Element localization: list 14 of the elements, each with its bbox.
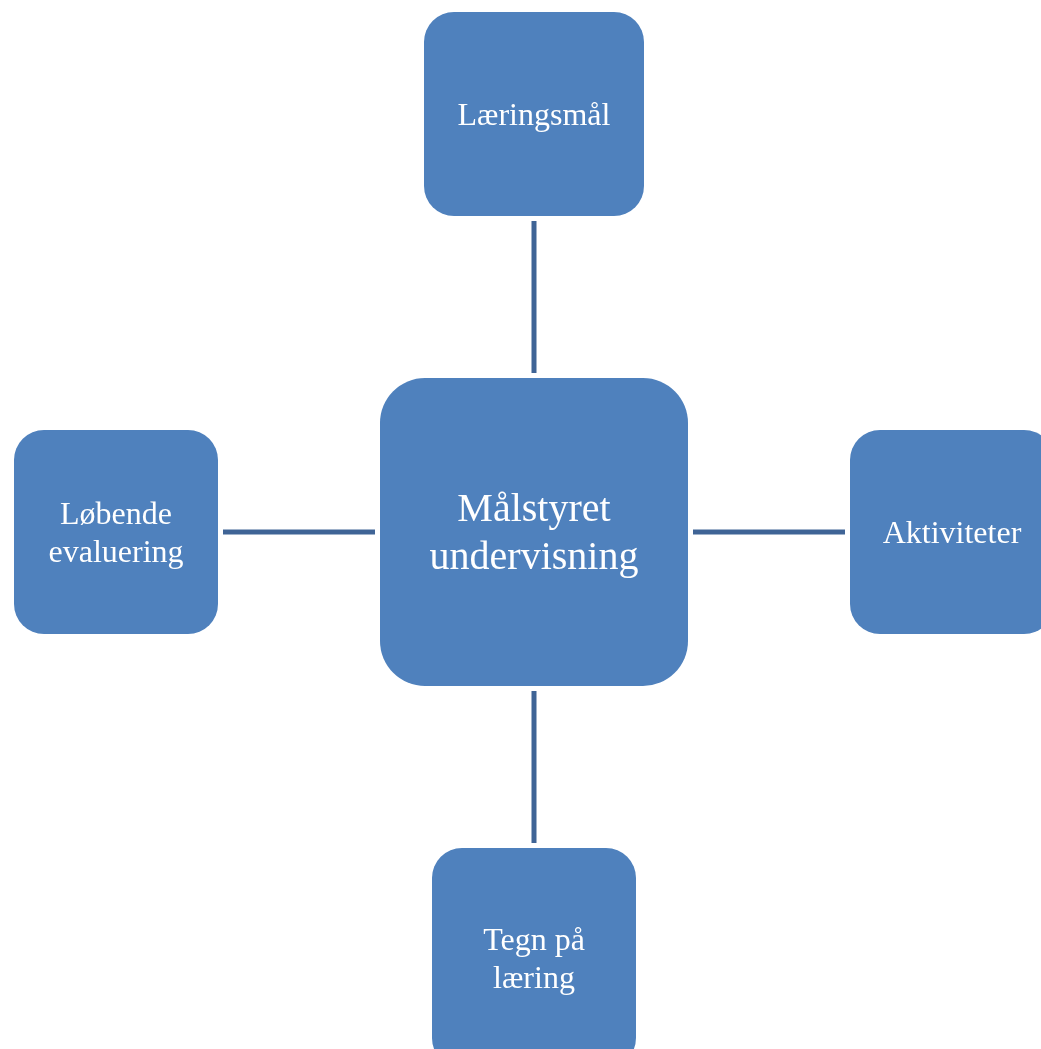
- node-label: Aktiviteter: [882, 512, 1022, 552]
- rounded-box: [380, 378, 688, 686]
- connector-line: [693, 529, 845, 535]
- connector-line: [531, 691, 537, 843]
- node-label: Løbende evaluering: [47, 493, 185, 571]
- node-label: Læringsmål: [457, 94, 611, 134]
- rounded-box: [432, 848, 636, 1049]
- node-label: Tegn på læring: [482, 919, 586, 997]
- connector-line: [531, 221, 537, 373]
- node-label: Målstyret undervisning: [428, 484, 640, 580]
- rounded-box: [850, 430, 1041, 634]
- rounded-box: [14, 430, 218, 634]
- rounded-box: [424, 12, 644, 216]
- connector-line: [223, 529, 375, 535]
